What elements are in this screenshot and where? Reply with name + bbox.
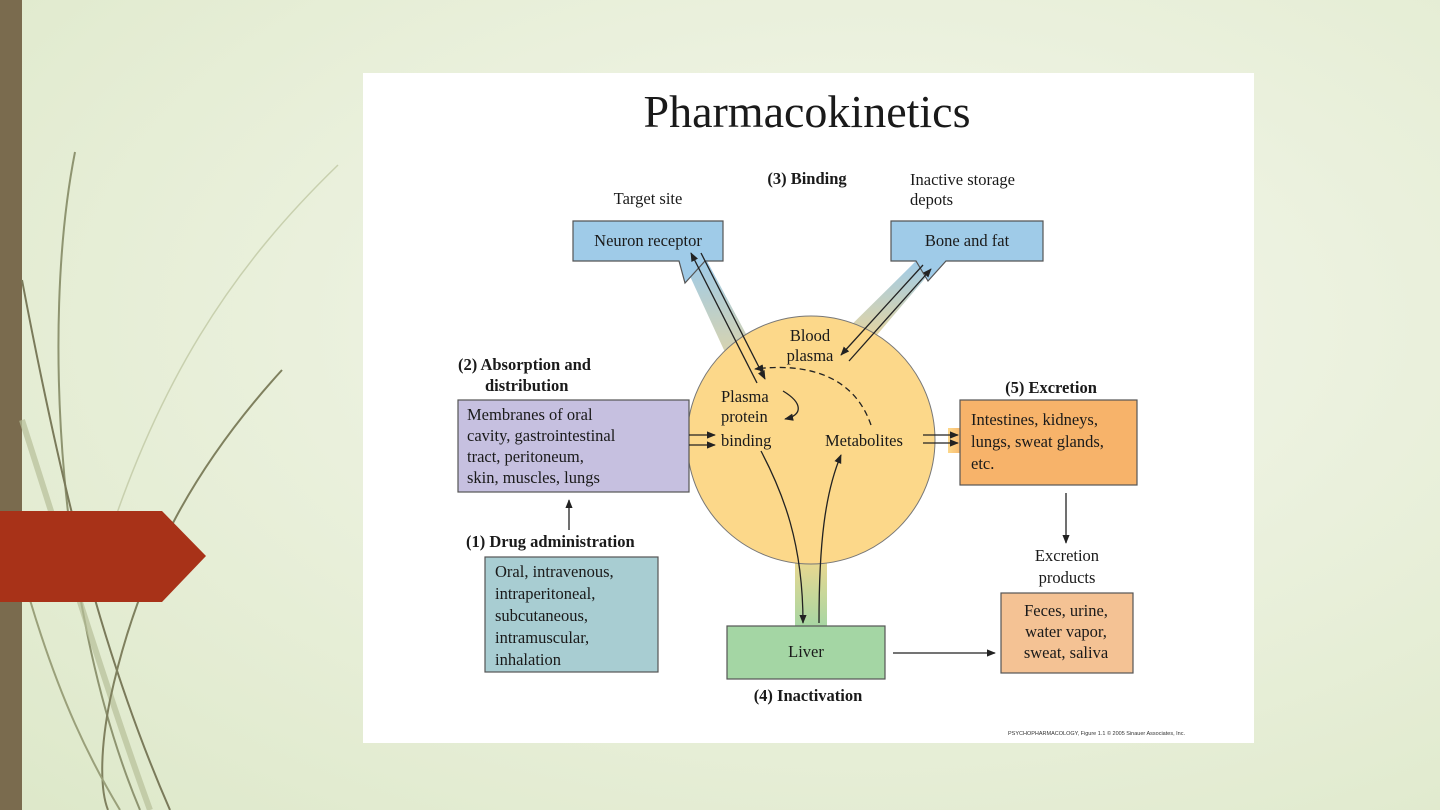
storage-label-line2: depots — [910, 190, 953, 209]
membranes-line2: cavity, gastrointestinal — [467, 426, 616, 445]
bone-fat-label: Bone and fat — [925, 231, 1010, 250]
membranes-box — [457, 399, 690, 493]
figure-credit: PSYCHOPHARMACOLOGY, Figure 1.1 © 2005 Si… — [1008, 730, 1185, 737]
neuron-receptor-label: Neuron receptor — [594, 231, 702, 250]
blood-plasma-label-line2: plasma — [787, 346, 834, 365]
products-line1: Feces, urine, — [1024, 601, 1108, 620]
products-box — [1000, 592, 1134, 674]
membranes-line4: skin, muscles, lungs — [467, 468, 600, 487]
metabolites-label: Metabolites — [825, 431, 903, 450]
products-line2: water vapor, — [1025, 622, 1107, 641]
membranes-line1: Membranes of oral — [467, 405, 593, 424]
pharmacokinetics-figure: Pharmacokinetics Neuron receptor Target … — [363, 73, 1254, 743]
liver-label: Liver — [788, 642, 824, 661]
blood-plasma-label-line1: Blood — [790, 326, 831, 345]
routes-line1: Oral, intravenous, — [495, 562, 614, 581]
plasma-protein-label-line1: Plasma — [721, 387, 769, 406]
organs-line2: lungs, sweat glands, — [971, 432, 1104, 451]
routes-line4: intramuscular, — [495, 628, 589, 647]
left-accent-bar — [0, 0, 22, 810]
storage-label-line1: Inactive storage — [910, 170, 1015, 189]
organs-box — [959, 399, 1138, 486]
organs-line3: etc. — [971, 454, 994, 473]
red-arrow-tab — [0, 511, 206, 602]
neuron-receptor-box — [572, 220, 724, 285]
routes-line5: inhalation — [495, 650, 561, 669]
binding-heading: (3) Binding — [767, 169, 847, 188]
absorption-heading-line1: (2) Absorption and — [458, 355, 591, 374]
excretion-products-line1: Excretion — [1035, 546, 1099, 565]
membranes-line3: tract, peritoneum, — [467, 447, 584, 466]
decorative-swoosh-lines — [19, 151, 339, 810]
inactivation-heading: (4) Inactivation — [754, 686, 863, 705]
excretion-heading: (5) Excretion — [1005, 378, 1097, 397]
products-line3: sweat, saliva — [1024, 643, 1109, 662]
organs-line1: Intestines, kidneys, — [971, 410, 1098, 429]
liver-box — [726, 625, 886, 680]
excretion-products-line2: products — [1039, 568, 1096, 587]
absorption-heading-line2: distribution — [485, 376, 568, 395]
routes-line3: subcutaneous, — [495, 606, 588, 625]
target-site-label: Target site — [614, 189, 683, 208]
bone-fat-box — [890, 220, 1044, 283]
plasma-protein-label-line2: protein — [721, 407, 768, 426]
routes-box — [484, 556, 659, 673]
administration-heading: (1) Drug administration — [466, 532, 635, 551]
routes-line2: intraperitoneal, — [495, 584, 595, 603]
figure-title: Pharmacokinetics — [643, 86, 970, 137]
plasma-protein-label-line3: binding — [721, 431, 771, 450]
